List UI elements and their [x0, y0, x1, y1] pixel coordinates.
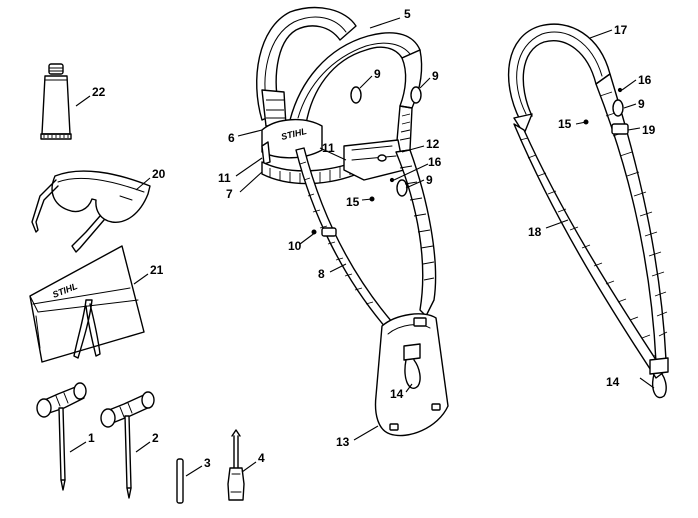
- full-harness-assembly: STIHL: [256, 6, 449, 437]
- label-9-right: 9: [432, 69, 439, 83]
- label-2: 2: [152, 431, 159, 445]
- label-9-top: 9: [374, 67, 381, 81]
- label-18: 18: [528, 225, 542, 239]
- label-20: 20: [152, 167, 166, 181]
- label-1: 1: [88, 431, 95, 445]
- label-22: 22: [92, 85, 106, 99]
- label-10: 10: [288, 239, 302, 253]
- label-5: 5: [404, 7, 411, 21]
- label-4: 4: [258, 451, 265, 465]
- label-3: 3: [204, 456, 211, 470]
- label-12: 12: [426, 137, 440, 151]
- label-11-left: 11: [218, 171, 231, 185]
- label-6: 6: [228, 131, 235, 145]
- label-17: 17: [614, 23, 628, 37]
- combination-wrench-part: [36, 382, 87, 491]
- screwdriver-part: [227, 429, 245, 501]
- label-8: 8: [318, 267, 325, 281]
- label-9-strap: 9: [638, 97, 645, 111]
- tool-pouch-part: STIHL: [29, 245, 145, 363]
- label-16-right: 16: [638, 73, 652, 87]
- label-13: 13: [336, 435, 350, 449]
- label-9-lower: 9: [426, 173, 433, 187]
- label-11-mid: 11: [322, 141, 335, 155]
- single-shoulder-strap-assembly: [507, 23, 669, 399]
- label-15-right: 15: [558, 117, 572, 131]
- locking-rod-part: [176, 458, 184, 504]
- grease-tube-part: [40, 63, 72, 140]
- label-7: 7: [226, 187, 233, 201]
- label-21: 21: [150, 263, 164, 277]
- label-15-mid: 15: [346, 195, 360, 209]
- leader-lines: [69, 17, 655, 477]
- part-number-labels: 22 20 21 1 2 3 4 5 9 9 6 11 11 7 12 16 9…: [88, 7, 656, 470]
- safety-glasses-part: [31, 170, 151, 253]
- combination-wrench-small-part: [100, 391, 155, 499]
- label-14-strap: 14: [606, 375, 620, 389]
- label-16-mid: 16: [428, 155, 442, 169]
- label-19: 19: [642, 123, 656, 137]
- label-14-harness: 14: [390, 387, 404, 401]
